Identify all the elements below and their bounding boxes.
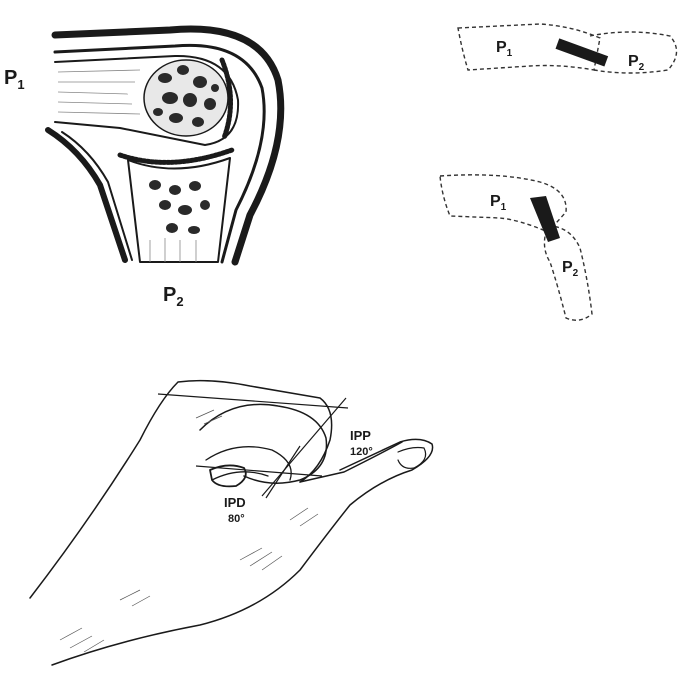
ipp-angle: 120° (350, 446, 373, 458)
hand-drawing: IPP 120° IPD 80° (30, 381, 433, 665)
flexed-distal-label: P2 (562, 259, 579, 279)
extended-distal-label: P2 (628, 53, 645, 73)
ipd-angle: 80° (228, 513, 245, 525)
extended-proximal-label: P1 (496, 39, 513, 59)
joint-distal-label: P2 (163, 284, 184, 309)
ipp-label: IPP (350, 428, 371, 443)
extended-finger-outline: P1 P2 (458, 24, 677, 73)
joint-cross-section: P1 P2 (4, 29, 281, 309)
joint-proximal-label: P1 (4, 67, 25, 92)
flexed-proximal-label: P1 (490, 193, 507, 213)
ipd-label: IPD (224, 495, 246, 510)
flexed-finger-outline: P1 P2 (440, 175, 592, 320)
